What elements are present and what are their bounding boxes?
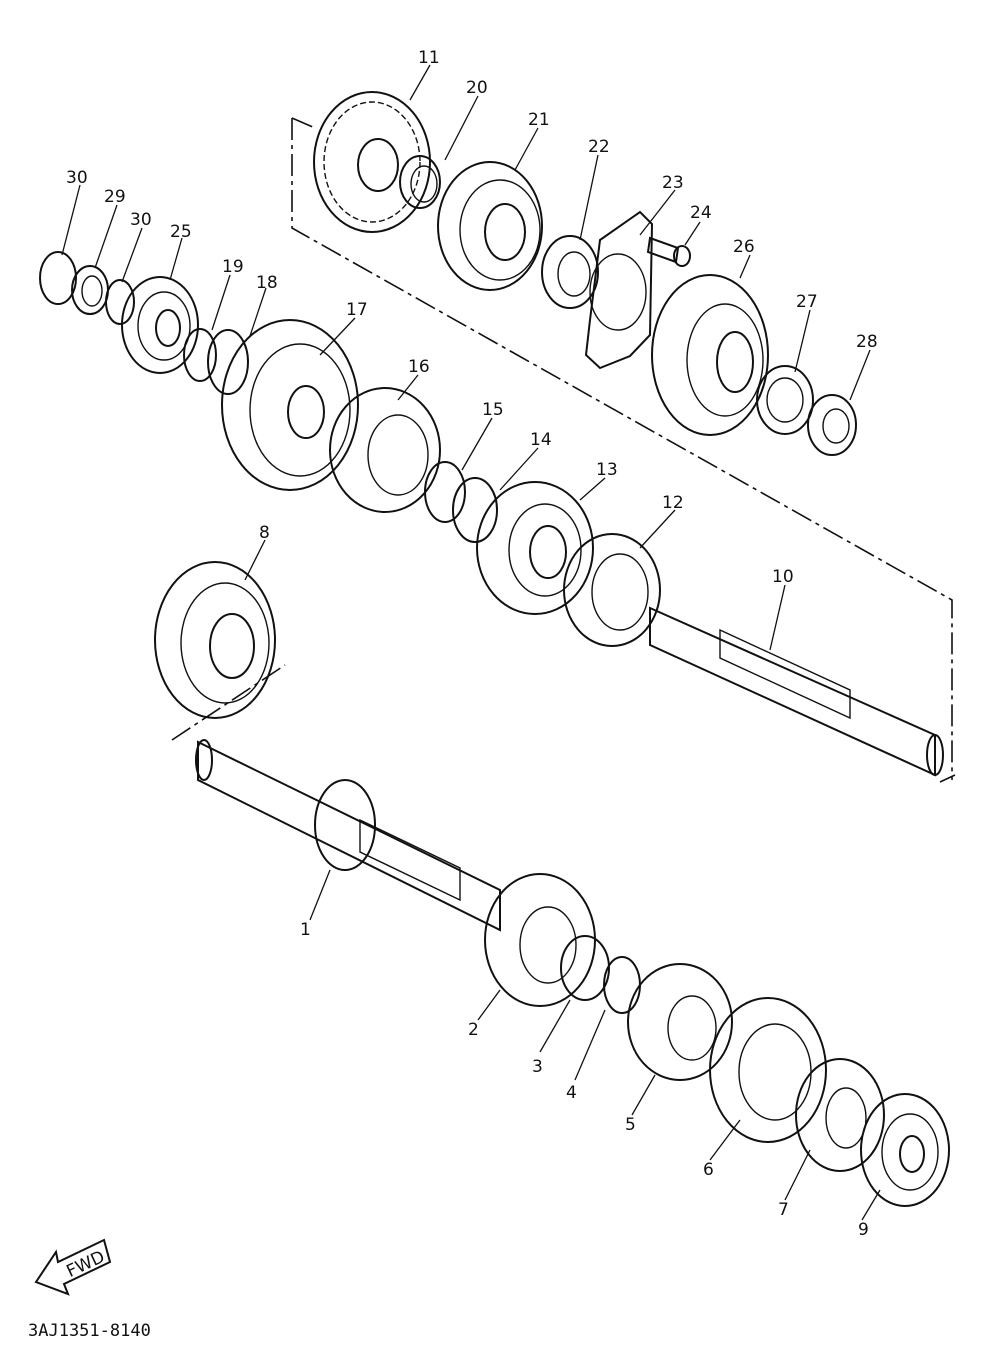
callout-29: 29 xyxy=(104,187,126,207)
reference-code: 3AJ1351-8140 xyxy=(28,1321,151,1341)
lock-washer-27-part xyxy=(756,365,814,435)
callout-8: 8 xyxy=(259,523,270,543)
gear-12-part xyxy=(563,533,661,647)
callout-25: 25 xyxy=(170,222,192,242)
shaft-1-part xyxy=(195,739,501,932)
callout-19: 19 xyxy=(222,257,244,277)
callout-16: 16 xyxy=(408,357,430,377)
bolt-24-part xyxy=(646,236,691,267)
callout-12: 12 xyxy=(662,493,684,513)
washer-19-part xyxy=(183,328,217,382)
callout-26: 26 xyxy=(733,237,755,257)
callout-28: 28 xyxy=(856,332,878,352)
callout-30: 30 xyxy=(66,168,88,188)
gear-16-part xyxy=(329,387,441,513)
washer-15-part xyxy=(424,461,466,523)
gear-6-part xyxy=(709,997,827,1143)
callout-22: 22 xyxy=(588,137,610,157)
assembly-boundary xyxy=(171,117,956,783)
callout-4: 4 xyxy=(566,1083,577,1103)
callout-21: 21 xyxy=(528,110,550,130)
leader-lines xyxy=(61,64,881,1221)
callout-5: 5 xyxy=(625,1115,636,1135)
collar-29-part xyxy=(71,265,109,315)
sprocket-26-part xyxy=(651,274,769,436)
gear-17-part xyxy=(221,319,359,491)
gear-2-part xyxy=(484,873,596,1007)
callout-2: 2 xyxy=(468,1020,479,1040)
collar-20-part xyxy=(399,155,441,209)
gear-7-part xyxy=(795,1058,885,1172)
gear-13-part xyxy=(476,481,594,615)
callout-15: 15 xyxy=(482,400,504,420)
fwd-arrow-icon: FWD xyxy=(34,1238,112,1296)
seal-22-part xyxy=(541,235,599,309)
nut-28-part xyxy=(807,394,857,456)
callout-13: 13 xyxy=(596,460,618,480)
bearing-9-part xyxy=(860,1093,950,1207)
callout-6: 6 xyxy=(703,1160,714,1180)
callout-14: 14 xyxy=(530,430,552,450)
circlip-30-part xyxy=(39,251,77,305)
callout-27: 27 xyxy=(796,292,818,312)
bearing-21-part xyxy=(437,161,543,291)
shaft-10-part xyxy=(649,606,944,777)
callout-11: 11 xyxy=(418,48,440,68)
callout-10: 10 xyxy=(772,567,794,587)
callout-23: 23 xyxy=(662,173,684,193)
gear-5-part xyxy=(627,963,733,1081)
callout-labels: 1 2 3 4 5 6 7 8 9 10 11 12 13 14 15 16 1… xyxy=(66,48,878,1240)
bearing-25-part xyxy=(121,276,199,374)
plate-23-part xyxy=(584,210,654,370)
callout-7: 7 xyxy=(778,1200,789,1220)
washer-14-part xyxy=(452,477,498,543)
circlip-30b-part xyxy=(105,279,135,325)
bearing-8-part xyxy=(154,561,276,719)
callout-1: 1 xyxy=(300,920,311,940)
washer-18-part xyxy=(207,329,249,395)
washer-3-part xyxy=(560,935,610,1001)
circlip-4-part xyxy=(603,956,641,1014)
callout-24: 24 xyxy=(690,203,712,223)
gear-11-part xyxy=(313,91,431,233)
callout-3: 3 xyxy=(532,1057,543,1077)
callout-30-second: 30 xyxy=(130,210,152,230)
callout-9: 9 xyxy=(858,1220,869,1240)
fwd-label: FWD xyxy=(64,1247,108,1282)
callout-17: 17 xyxy=(346,300,368,320)
callout-20: 20 xyxy=(466,78,488,98)
callout-18: 18 xyxy=(256,273,278,293)
